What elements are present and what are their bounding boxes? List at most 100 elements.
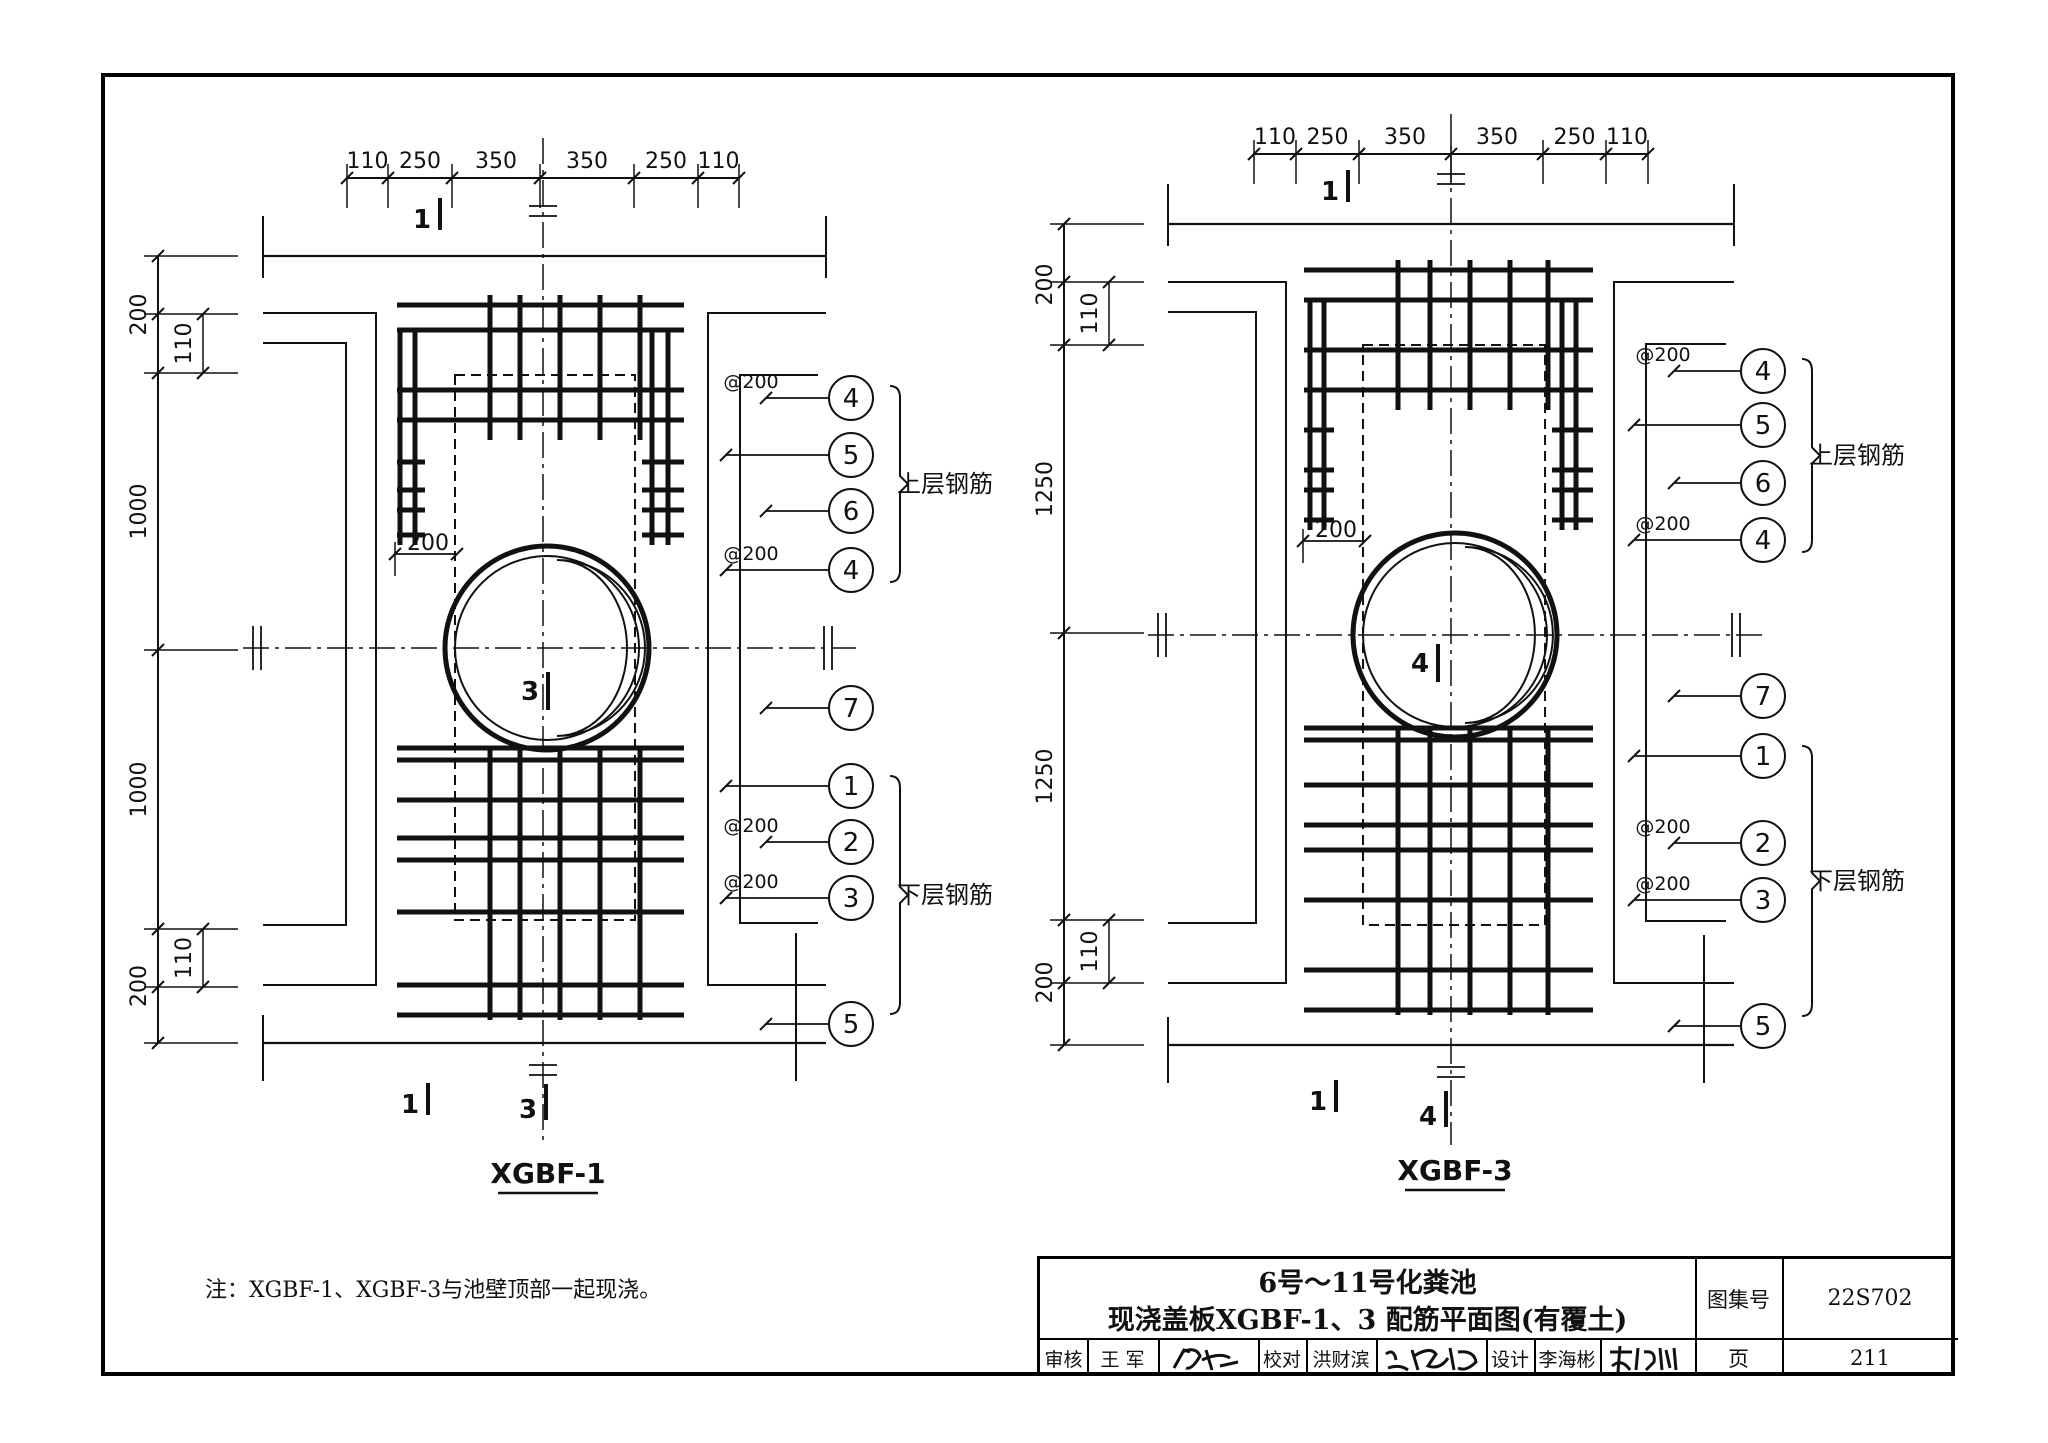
section-mark-label: 4 [1411,649,1429,679]
callout-circle [828,819,874,865]
top-dimension-label: 350 [1476,125,1518,150]
callout-circle [828,375,874,421]
left-wall-inner [1168,311,1257,924]
callout-number: 4 [1755,357,1772,387]
drawing-note: 注：XGBF-1、XGBF-3与池壁顶部一起现浇。 [205,1278,662,1303]
callout-number: 1 [843,772,860,802]
manhole-ring-outer [1350,530,1560,740]
upper-layer-label: 上层钢筋 [897,470,993,498]
drawing-frame [101,73,1955,1376]
callout-spacing-note: @200 [1635,873,1690,895]
callout-number: 3 [843,884,860,914]
designer-name: 李海彬 [1538,1348,1596,1371]
title-line2: 现浇盖板XGBF-1、3 配筋平面图(有覆土) [1107,1304,1628,1336]
left-dimension-label: 200 [1033,962,1058,1004]
upper-brace [1801,358,1822,553]
left-dimension-label: 110 [1078,931,1103,973]
lower-brace [1801,745,1822,1017]
right-wall-inner [739,374,818,924]
callout-spacing-note: @200 [723,543,778,565]
top-dimension-label: 250 [1307,125,1349,150]
callout-circle [1740,877,1786,923]
drawing-title: XGBF-1 [490,1157,605,1190]
page-label: 页 [1728,1346,1749,1371]
lower-brace [889,775,910,1015]
callout-number: 7 [843,694,860,724]
title-line1: 6号～11号化粪池 [1258,1267,1477,1299]
callout-spacing-note: @200 [1635,816,1690,838]
top-dimension-label: 110 [698,149,740,174]
left-dimension-label: 1000 [127,484,152,540]
callout-number: 5 [843,441,860,471]
callout-circle [828,547,874,593]
reviewer-signature [1172,1348,1239,1371]
callout-number: 4 [843,556,860,586]
top-dimension-label: 110 [347,149,389,174]
callout-circle [828,685,874,731]
callout-spacing-note: @200 [723,871,778,893]
checker-name: 洪财滨 [1312,1348,1370,1371]
left-dimension-label: 110 [172,323,197,365]
callout-circle [1740,820,1786,866]
callout-circle [1740,733,1786,779]
callout-circle [828,875,874,921]
callout-circle [1740,517,1786,563]
callout-circle [828,488,874,534]
callout-spacing-note: @200 [1635,513,1690,535]
left-dimension-label: 1000 [127,762,152,818]
page-number: 211 [1849,1345,1891,1370]
callout-number: 5 [1755,1012,1772,1042]
left-wall-inner [263,342,347,926]
callout-circle [828,763,874,809]
left-dimension-label: 200 [127,965,152,1007]
right-wall-outline [707,312,826,986]
callout-number: 6 [1755,469,1772,499]
callout-number: 5 [1755,411,1772,441]
callout-number: 2 [843,828,860,858]
callout-circle [1740,673,1786,719]
designer-signature [1610,1345,1678,1373]
lower-layer-label: 下层钢筋 [897,881,993,909]
callout-number: 6 [843,497,860,527]
section-mark-label: 1 [401,1090,419,1120]
callout-number: 4 [1755,526,1772,556]
opening-offset-dimension: 200 [407,531,449,556]
reviewer-name: 王 军 [1100,1348,1145,1371]
callout-spacing-note: @200 [723,815,778,837]
title-block: 6号～11号化粪池 现浇盖板XGBF-1、3 配筋平面图(有覆土) 图集号 22… [1037,1256,1958,1376]
top-dimension-label: 350 [566,149,608,174]
top-dimension-label: 250 [645,149,687,174]
opening-offset-dimension: 200 [1315,518,1357,543]
callout-spacing-note: @200 [723,371,778,393]
review-label: 审核 [1044,1348,1083,1371]
design-label: 设计 [1490,1348,1529,1371]
callout-spacing-note: @200 [1635,344,1690,366]
callout-number: 4 [843,384,860,414]
callout-circle [1740,348,1786,394]
right-wall-inner [1645,343,1726,922]
top-dimension-label: 250 [399,149,441,174]
callout-number: 7 [1755,682,1772,712]
manhole-crescent [1464,546,1554,724]
section-mark-label: 1 [413,205,431,235]
checker-signature [1385,1347,1478,1372]
callout-circle [1740,1003,1786,1049]
left-wall-outline [263,312,377,986]
callout-circle [1740,402,1786,448]
left-wall-outline [1168,281,1287,984]
callout-number: 1 [1755,742,1772,772]
section-mark-label: 3 [521,677,539,707]
top-dimension-label: 110 [1254,125,1296,150]
manhole-ring-inner [454,555,640,741]
section-mark-label: 4 [1419,1102,1437,1132]
callout-number: 2 [1755,829,1772,859]
atlas-number: 22S702 [1827,1286,1913,1311]
check-label: 校对 [1262,1348,1301,1371]
upper-brace [889,385,910,583]
callout-number: 3 [1755,886,1772,916]
manhole-crescent [556,559,646,737]
section-mark-label: 3 [519,1095,537,1125]
lower-layer-label: 下层钢筋 [1809,867,1905,895]
